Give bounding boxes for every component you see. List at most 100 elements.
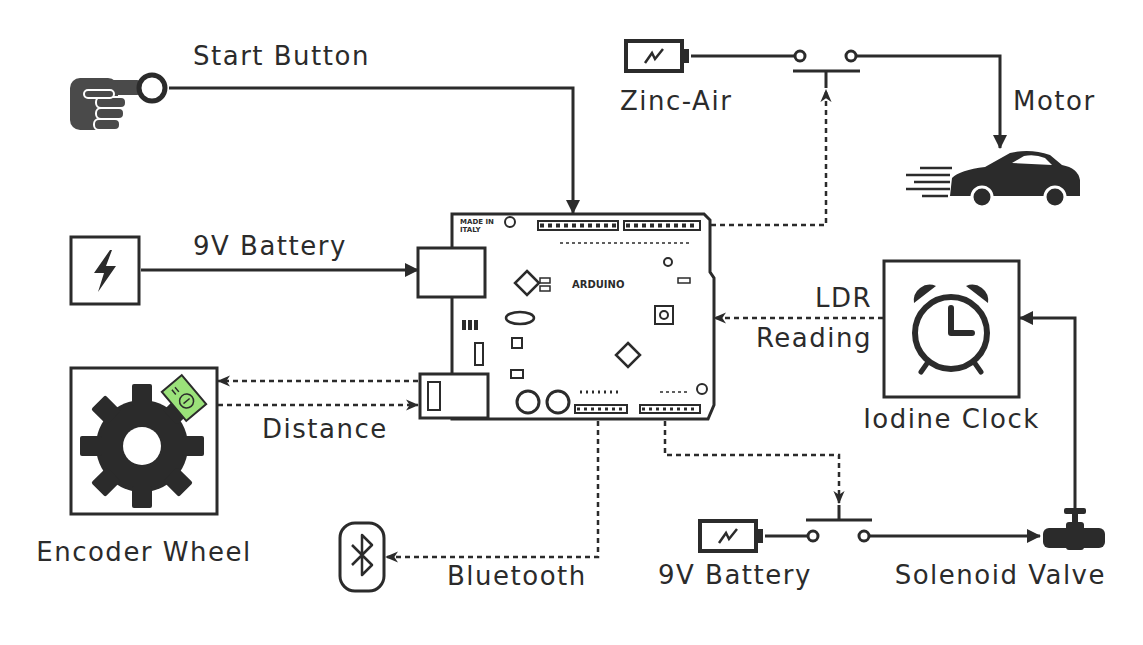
car-icon <box>1045 187 1065 207</box>
iodine-clock-box <box>974 362 981 372</box>
arduino-board <box>678 278 690 283</box>
node-label: MADE IN ITALY <box>460 219 496 234</box>
arduino-board <box>660 391 690 393</box>
arduino-board <box>660 311 668 319</box>
arduino-board <box>538 221 618 230</box>
arduino-board <box>540 224 616 228</box>
node-label: Solenoid Valve <box>895 560 1106 591</box>
arduino-board <box>511 370 523 378</box>
arduino-board <box>540 278 550 283</box>
relay-switch <box>793 51 860 88</box>
gear-icon <box>80 384 204 508</box>
car-icon <box>906 168 952 196</box>
connector-line <box>714 317 883 320</box>
bluetooth-icon <box>340 523 384 591</box>
connector-line <box>765 535 1040 538</box>
hand-icon <box>96 108 124 119</box>
iodine-clock-box <box>884 261 1019 397</box>
motor-car: Motor <box>905 148 1083 208</box>
connector-line <box>691 56 1000 148</box>
gear-icon <box>132 486 152 508</box>
optical-sensor <box>184 398 190 403</box>
solenoid-valve-icon <box>1064 508 1086 514</box>
gear-icon <box>163 467 193 497</box>
arduino-board <box>577 408 625 411</box>
arduino-board <box>640 405 700 413</box>
iodine-clock-box <box>966 285 988 303</box>
node-label: Bluetooth <box>447 561 587 592</box>
arduino-board <box>697 384 707 394</box>
arduino-board <box>418 248 485 297</box>
connector-line <box>169 88 573 213</box>
arduino-board <box>512 338 522 348</box>
iodine-clock-box <box>921 362 928 372</box>
iodine-clock-box <box>914 285 936 303</box>
arduino-board <box>505 217 515 227</box>
iodine-clock-box: Iodine Clock <box>883 260 1020 398</box>
gear-icon <box>91 467 121 497</box>
battery-box <box>71 237 139 304</box>
edge-label: Distance <box>262 414 388 445</box>
arduino-board <box>642 408 698 411</box>
arduino-board <box>474 320 478 330</box>
solenoid-valve-icon <box>1066 522 1084 550</box>
node-label: Zinc-Air <box>620 86 732 117</box>
valve-switch <box>838 505 841 520</box>
zinc-air-battery: Zinc-Air <box>624 39 691 73</box>
solenoid-valve: Solenoid Valve <box>1040 508 1106 550</box>
car-icon <box>906 151 1080 207</box>
zinc-air-battery-symbol <box>645 49 663 63</box>
node-label: Iodine Clock <box>863 404 1040 435</box>
arduino-board <box>655 306 673 324</box>
valve-switch <box>806 505 872 541</box>
gear-icon <box>91 395 121 425</box>
encoder-wheel-box <box>71 368 217 514</box>
zinc-air-battery-symbol <box>626 41 682 71</box>
arduino-board <box>580 391 620 394</box>
bluetooth-icon <box>340 523 384 591</box>
arduino-board <box>475 343 483 365</box>
arduino-board <box>428 382 440 410</box>
optical-sensor <box>162 375 206 421</box>
control-line <box>665 421 839 503</box>
node-label: Encoder Wheel <box>36 537 251 568</box>
relay-switch <box>795 51 805 61</box>
node-label: 9V Battery <box>193 231 347 262</box>
optical-sensor <box>162 375 206 421</box>
connector-line <box>218 380 418 383</box>
iodine-clock-box <box>951 308 972 333</box>
battery-box <box>71 237 139 304</box>
valve-switch <box>859 531 869 541</box>
arduino-board <box>418 214 714 419</box>
car-icon <box>914 181 950 184</box>
arduino-board <box>506 312 534 324</box>
arduino-board <box>420 374 488 418</box>
encoder-wheel-box: Encoder Wheel <box>70 367 218 515</box>
valve-switch <box>808 531 818 541</box>
iodine-clock-box <box>915 297 987 369</box>
iodine-clock-box <box>884 261 1019 397</box>
arduino-board <box>575 405 627 413</box>
gear-icon <box>123 427 161 465</box>
connector-line <box>141 269 418 272</box>
relay-switch <box>825 71 828 88</box>
encoder-wheel-box <box>71 368 217 514</box>
connector-line <box>218 404 418 407</box>
battery-box: 9V Battery <box>70 236 141 306</box>
arduino-board <box>515 271 539 295</box>
battery-symbol <box>700 521 756 551</box>
battery-icon: 9V Battery <box>698 519 765 553</box>
relay-switch <box>846 51 856 61</box>
start-button-icon: Start Button <box>68 62 169 132</box>
hand-icon <box>139 75 165 101</box>
gear-icon <box>132 384 152 406</box>
gear-icon <box>80 436 102 456</box>
node-label: Motor <box>1013 86 1096 117</box>
hand-icon <box>84 90 114 98</box>
car-icon <box>1012 155 1052 165</box>
arduino-board <box>468 320 472 330</box>
car-icon <box>920 167 952 170</box>
node-label: ARDUINO <box>572 279 624 291</box>
optical-sensor <box>172 387 179 394</box>
node-label: 9V Battery <box>658 560 812 591</box>
